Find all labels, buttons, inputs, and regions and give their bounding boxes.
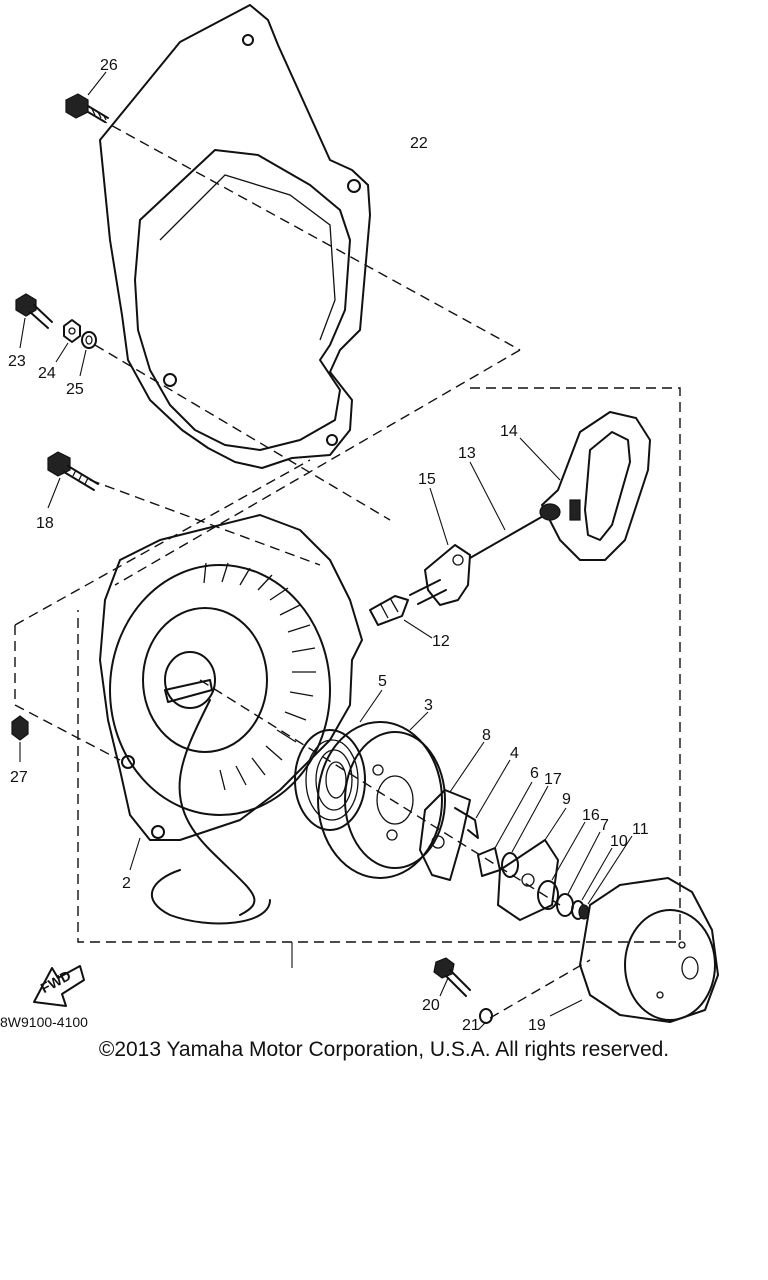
callout-13: 13 — [458, 445, 476, 462]
part-20-bolt — [433, 957, 471, 997]
callout-2: 2 — [122, 875, 131, 892]
callout-22: 22 — [410, 135, 428, 152]
callout-21: 21 — [462, 1017, 480, 1030]
part-25-washer — [79, 331, 97, 377]
callout-10: 10 — [610, 833, 628, 850]
part-26-bolt — [65, 71, 109, 123]
callout-16: 16 — [582, 807, 600, 824]
part-21-washer — [477, 1008, 493, 1030]
part-9-plate — [497, 807, 567, 921]
part-23-bolt — [15, 293, 53, 349]
callout-9: 9 — [562, 791, 571, 808]
fwd-label: FWD — [38, 967, 74, 996]
part-3-pulley — [317, 711, 446, 879]
part-15-guide — [409, 487, 471, 606]
recoil-starter-exploded-diagram: FWD 26 22 23 24 25 18 14 13 15 12 27 5 3… — [0, 4, 719, 1030]
part-13-rope — [469, 461, 546, 559]
callout-14: 14 — [500, 423, 518, 440]
part-19-starter-cup — [549, 877, 719, 1023]
part-5-spring — [294, 689, 383, 831]
part-24-nut — [55, 319, 81, 363]
callout-6: 6 — [530, 765, 539, 782]
callout-23: 23 — [8, 353, 26, 370]
callout-labels: 26 22 23 24 25 18 14 13 15 12 27 5 3 8 4… — [8, 57, 649, 1030]
callout-4: 4 — [510, 745, 519, 762]
part-17-washer — [501, 785, 549, 878]
part-27-nut — [11, 715, 29, 762]
diagram-code: 8W9100-4100 — [0, 1014, 88, 1030]
copyright-notice: ©2013 Yamaha Motor Corporation, U.S.A. A… — [98, 1038, 670, 1061]
part-14-handle — [519, 411, 651, 561]
callout-15: 15 — [418, 471, 436, 488]
part-4-spring — [454, 759, 511, 839]
part-11-nut — [578, 835, 633, 920]
callout-20: 20 — [422, 997, 440, 1014]
callout-3: 3 — [424, 697, 433, 714]
part-10-washer — [571, 847, 613, 920]
callout-7: 7 — [600, 817, 609, 834]
callout-19: 19 — [528, 1017, 546, 1030]
callout-17: 17 — [544, 771, 562, 788]
callout-26: 26 — [100, 57, 118, 74]
callout-27: 27 — [10, 769, 28, 786]
callout-12: 12 — [432, 633, 450, 650]
callout-25: 25 — [66, 381, 84, 398]
part-6-bolt — [477, 781, 533, 877]
callout-11: 11 — [632, 821, 649, 838]
part-8-pawl — [419, 741, 485, 881]
part-2-starter-case — [99, 514, 363, 925]
alignment-lines — [14, 117, 591, 1019]
callout-24: 24 — [38, 365, 56, 382]
callout-5: 5 — [378, 673, 387, 690]
callout-8: 8 — [482, 727, 491, 744]
fwd-arrow-icon — [33, 965, 85, 1007]
part-18-bolt — [47, 451, 99, 509]
part-12-collar — [369, 595, 433, 639]
callout-18: 18 — [36, 515, 54, 532]
part-16-spring — [537, 821, 586, 910]
assembly-boundary — [77, 387, 681, 943]
part-22-cover — [99, 4, 371, 469]
